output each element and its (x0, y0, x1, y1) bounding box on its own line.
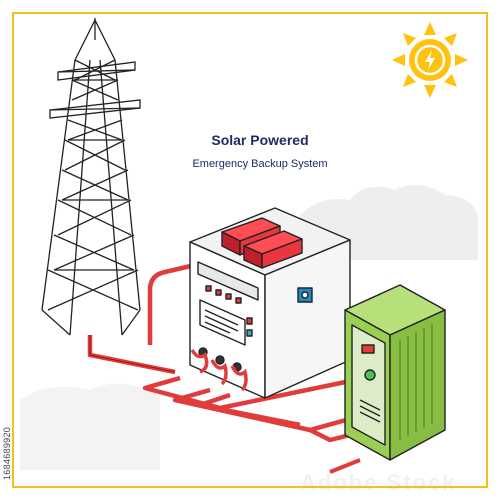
inverter-cabinet-icon (344, 284, 446, 461)
battery-icon (329, 458, 361, 474)
terminal-cables (190, 349, 248, 392)
yellow-border (12, 12, 488, 488)
cable-outlines (89, 335, 176, 373)
stock-id: 1684689920 (2, 426, 12, 480)
title: Solar Powered (211, 132, 309, 148)
subtitle: Emergency Backup System (192, 158, 328, 170)
transmission-tower-icon (41, 18, 141, 336)
control-panel-icon (189, 207, 351, 399)
sun-lightning-icon (392, 22, 468, 98)
